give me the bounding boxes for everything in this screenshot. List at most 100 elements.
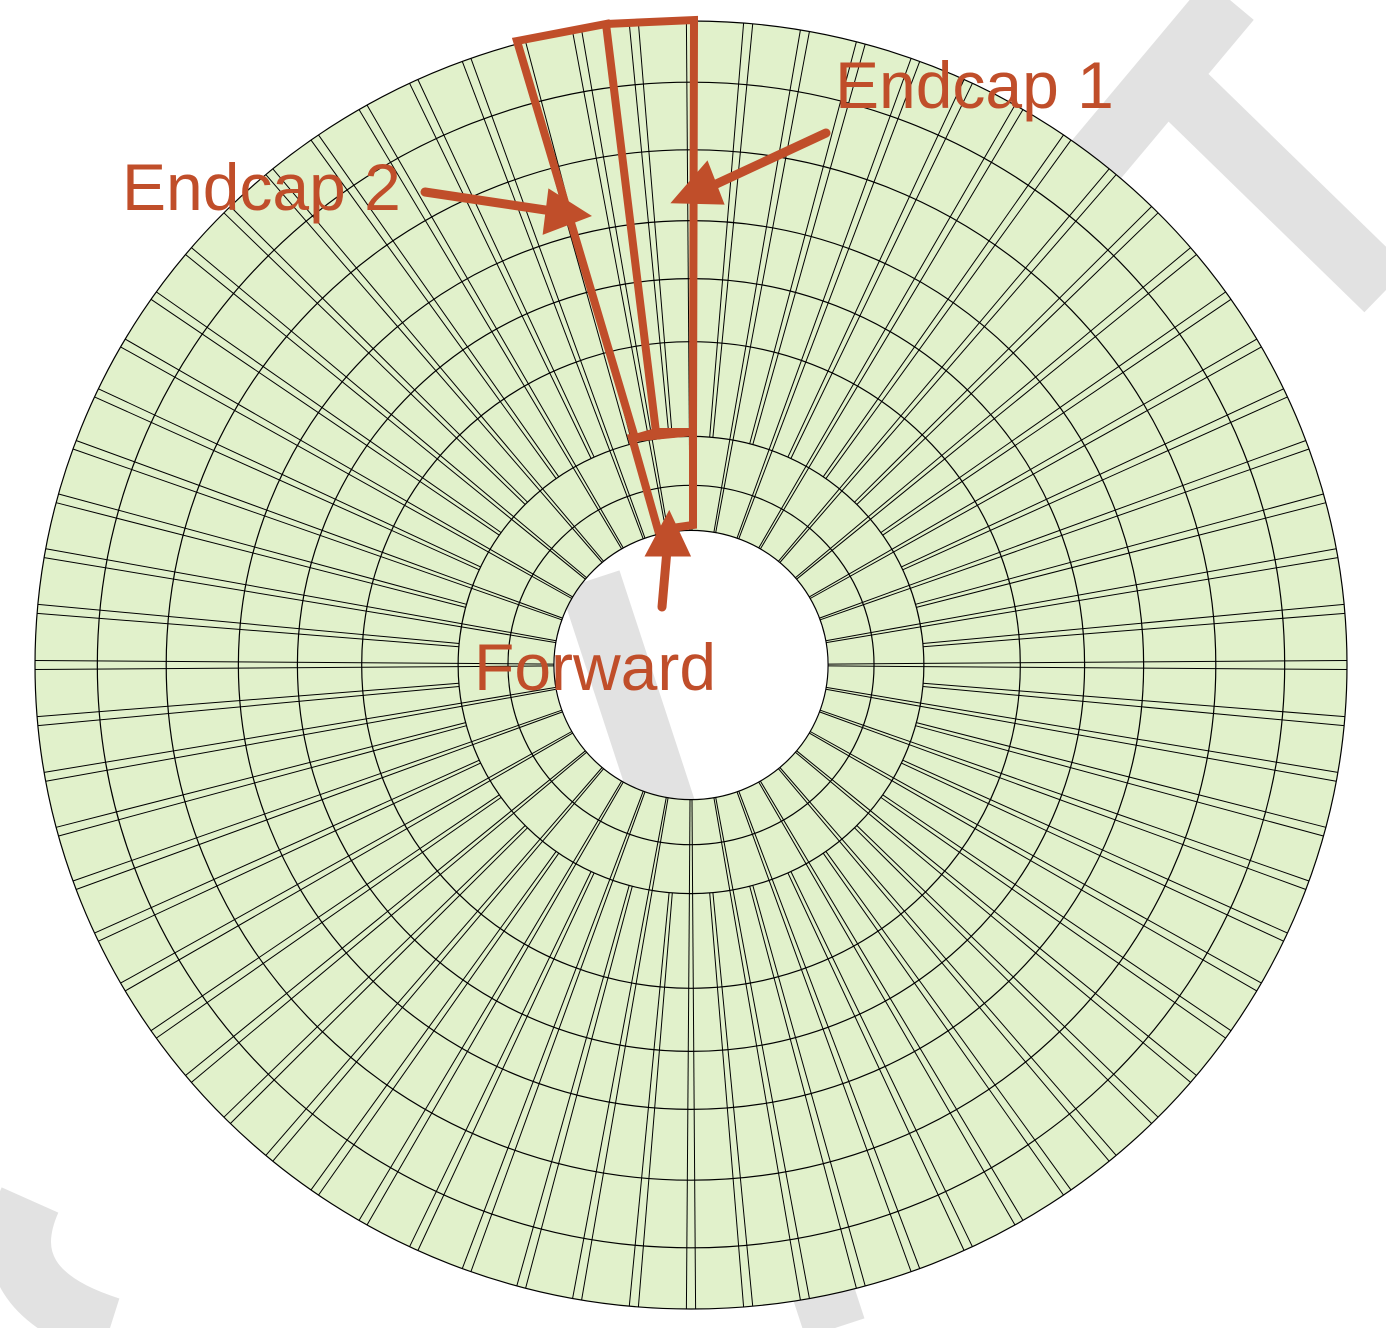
- inner-spoke: [612, 791, 646, 881]
- inner-spoke: [778, 488, 840, 562]
- outer-spoke: [156, 796, 502, 1039]
- inner-spoke: [738, 450, 773, 539]
- inner-spoke: [809, 548, 893, 598]
- outer-spoke: [901, 388, 1284, 568]
- outer-spoke: [749, 886, 857, 1289]
- inner-spoke: [458, 665, 554, 668]
- outer-spoke: [637, 23, 673, 438]
- inner-spoke: [736, 791, 770, 881]
- inner-spoke: [575, 781, 624, 865]
- outer-spoke: [732, 31, 810, 441]
- inner-spoke: [713, 797, 731, 891]
- outer-spoke: [787, 79, 965, 458]
- outer-spoke: [752, 885, 866, 1287]
- outer-spoke: [98, 762, 481, 942]
- outer-spoke: [805, 104, 1016, 467]
- grid-radials: [34, 20, 1348, 1310]
- endcap-1-label: Endcap 1: [835, 48, 1114, 122]
- outer-spoke: [685, 893, 690, 1310]
- inner-spoke: [809, 732, 893, 782]
- outer-spoke: [923, 660, 1348, 664]
- outer-spoke: [572, 31, 650, 441]
- outer-spoke: [692, 893, 697, 1310]
- outer-spoke: [572, 889, 650, 1299]
- inner-spoke: [715, 797, 734, 890]
- inner-spoke: [575, 465, 624, 549]
- outer-spoke: [822, 852, 1064, 1196]
- inner-spoke: [461, 626, 556, 644]
- outer-spoke: [841, 174, 1117, 492]
- outer-spoke: [771, 61, 921, 451]
- outer-spoke: [916, 502, 1326, 608]
- inner-spoke: [826, 686, 921, 704]
- inner-spoke: [691, 799, 694, 894]
- outer-spoke: [37, 686, 460, 727]
- outer-spoke: [920, 702, 1338, 773]
- outer-spoke: [409, 871, 592, 1247]
- outer-spoke: [839, 840, 1110, 1162]
- outer-spoke: [685, 20, 690, 437]
- outer-spoke: [150, 298, 500, 536]
- inner-spoke: [471, 709, 562, 743]
- outer-spoke: [709, 892, 745, 1307]
- inner-spoke: [539, 490, 603, 563]
- inner-spoke: [736, 449, 770, 539]
- inner-spoke: [778, 768, 840, 842]
- outer-spoke: [470, 58, 614, 450]
- outer-spoke: [72, 448, 472, 589]
- inner-spoke: [688, 799, 691, 894]
- outer-spoke: [882, 298, 1232, 536]
- outer-spoke: [37, 612, 459, 648]
- inner-spoke: [461, 688, 557, 707]
- inner-spoke: [489, 732, 573, 782]
- endcap-1-arrowhead: [670, 160, 725, 205]
- highlight-sectors: [511, 15, 699, 535]
- outer-spoke: [920, 705, 1337, 782]
- outer-spoke: [923, 612, 1345, 648]
- inner-spoke: [542, 768, 604, 842]
- outer-spoke: [272, 840, 543, 1162]
- outer-spoke: [230, 827, 528, 1124]
- outer-spoke: [790, 871, 973, 1247]
- endcap-2-label: Endcap 2: [122, 150, 401, 224]
- outer-spoke: [805, 863, 1016, 1226]
- outer-spoke: [901, 762, 1284, 942]
- outer-spoke: [909, 744, 1307, 890]
- outer-spoke: [75, 440, 473, 586]
- inner-spoke: [715, 440, 734, 533]
- forward-arrow-shaft: [657, 545, 672, 612]
- outer-spoke: [628, 892, 670, 1307]
- outer-spoke: [922, 603, 1345, 644]
- outer-spoke: [910, 448, 1310, 589]
- outer-spoke: [581, 890, 653, 1301]
- outer-spoke: [822, 134, 1064, 478]
- outer-spoke: [915, 725, 1324, 837]
- outer-spoke: [915, 493, 1324, 605]
- outer-spoke: [923, 666, 1348, 670]
- outer-spoke: [729, 29, 801, 440]
- outer-spoke: [516, 885, 630, 1287]
- outer-spoke: [768, 880, 912, 1272]
- outer-spoke: [712, 892, 754, 1307]
- outer-spoke: [880, 796, 1226, 1039]
- outer-spoke: [870, 810, 1197, 1076]
- inner-spoke: [609, 450, 644, 539]
- endcap-2-arrow-shaft: [420, 187, 557, 216]
- outer-spoke: [72, 741, 472, 882]
- inner-spoke: [825, 623, 921, 642]
- outer-spoke: [581, 29, 653, 440]
- inner-spoke: [779, 767, 843, 840]
- outer-spoke: [787, 872, 965, 1251]
- outer-spoke: [58, 725, 467, 837]
- inner-spoke: [461, 623, 557, 642]
- outer-spoke: [124, 780, 491, 992]
- outer-spoke: [461, 61, 611, 451]
- outer-spoke: [808, 861, 1024, 1221]
- outer-spoke: [461, 879, 611, 1269]
- outer-spoke: [45, 705, 462, 782]
- outer-spoke: [856, 825, 1159, 1118]
- inner-spoke: [796, 750, 871, 812]
- inner-spoke: [828, 662, 924, 665]
- outer-spoke: [891, 338, 1258, 550]
- outer-spoke: [768, 58, 912, 450]
